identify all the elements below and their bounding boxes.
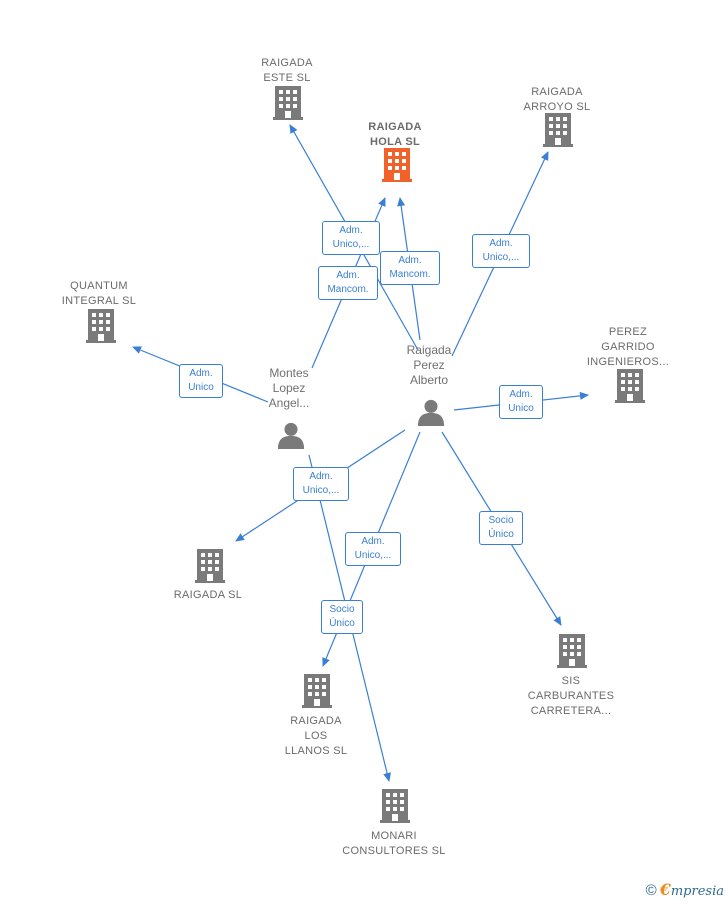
copyright-icon: © bbox=[645, 882, 657, 899]
node-label-llanos[interactable]: RAIGADA LOS LLANOS SL bbox=[284, 715, 348, 757]
node-label-quantum[interactable]: QUANTUM INTEGRAL SL bbox=[61, 280, 137, 307]
node-label-montes[interactable]: Montes Lopez Angel... bbox=[268, 366, 310, 410]
building-icon[interactable] bbox=[86, 309, 116, 343]
person-icon[interactable] bbox=[417, 399, 445, 426]
node-label-perez_garrido[interactable]: PEREZ GARRIDO INGENIEROS... bbox=[586, 326, 670, 368]
building-icon[interactable] bbox=[382, 148, 412, 182]
building-icon[interactable] bbox=[302, 674, 332, 708]
node-label-arroyo[interactable]: RAIGADA ARROYO SL bbox=[523, 86, 591, 113]
building-icon[interactable] bbox=[380, 789, 410, 823]
node-label-sis[interactable]: SIS CARBURANTES CARRETERA... bbox=[527, 675, 615, 717]
brand-footer: ©€mpresia bbox=[646, 880, 724, 899]
node-label-raigada_sl[interactable]: RAIGADA SL bbox=[173, 589, 243, 601]
person-icon[interactable] bbox=[277, 422, 305, 449]
edge-label-raigada_p-to-perez_garrido[interactable]: Adm. Unico bbox=[499, 385, 543, 419]
edge-label-raigada_p-to-llanos[interactable]: Adm. Unico,... bbox=[345, 532, 401, 566]
edge-label-raigada_p-to-hola[interactable]: Adm. Mancom. bbox=[380, 251, 440, 285]
building-icon[interactable] bbox=[195, 549, 225, 583]
building-icon[interactable] bbox=[273, 86, 303, 120]
node-label-monari[interactable]: MONARI CONSULTORES SL bbox=[342, 830, 446, 857]
edge-label-montes-to-hola[interactable]: Adm. Mancom. bbox=[318, 266, 378, 300]
building-icon[interactable] bbox=[615, 369, 645, 403]
edge-label-raigada_p-to-este[interactable]: Adm. Unico,... bbox=[322, 221, 380, 255]
node-label-raigada_p[interactable]: Raigada Perez Alberto bbox=[406, 343, 452, 387]
node-label-hola[interactable]: RAIGADA HOLA SL bbox=[368, 121, 422, 148]
edge-label-raigada_p-to-raigada_sl[interactable]: Adm. Unico,... bbox=[293, 467, 349, 501]
edge-label-montes-to-quantum[interactable]: Adm. Unico bbox=[179, 364, 223, 398]
edge-label-montes-to-monari[interactable]: Socio Único bbox=[321, 600, 363, 634]
edge-label-raigada_p-to-arroyo[interactable]: Adm. Unico,... bbox=[472, 234, 530, 268]
brand-initial: € bbox=[659, 880, 671, 899]
building-icon[interactable] bbox=[543, 113, 573, 147]
node-label-este[interactable]: RAIGADA ESTE SL bbox=[261, 57, 313, 84]
brand-name: mpresia bbox=[670, 884, 724, 899]
edge-label-raigada_p-to-sis[interactable]: Socio Único bbox=[479, 511, 523, 545]
building-icon[interactable] bbox=[557, 634, 587, 668]
